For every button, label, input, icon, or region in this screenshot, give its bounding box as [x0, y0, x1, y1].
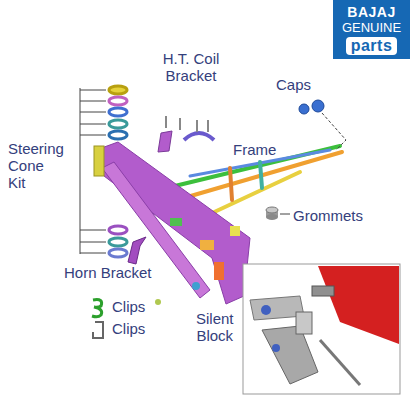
silent-block-inset: [243, 264, 400, 394]
part-name: Silent Block: [196, 310, 234, 344]
logo-badge: parts: [346, 37, 398, 55]
logo-panel: BAJAJGENUINE parts: [333, 0, 410, 59]
clip-icon: [93, 322, 103, 338]
part-name: Clips: [112, 320, 145, 337]
clip-icon: [92, 300, 102, 317]
part-name: H.T. Coil Bracket: [152, 50, 230, 84]
grommet: [266, 207, 290, 220]
part-name: Frame: [233, 141, 276, 158]
brand-tagline: GENUINE: [342, 20, 401, 35]
part-name: Horn Bracket: [64, 264, 152, 281]
horn-bracket: [128, 237, 146, 264]
part-name: Grommets: [293, 207, 363, 224]
part-name: Steering Cone Kit: [8, 140, 64, 191]
clip-part: [155, 299, 161, 305]
head-tube: [94, 146, 104, 176]
part-name: Clips: [112, 298, 145, 315]
frame-parts: [170, 218, 240, 290]
caps: [299, 100, 346, 150]
brand-name: parts: [351, 37, 393, 55]
cone-kit-bracket: [80, 88, 106, 254]
brand-name: BAJAJ: [347, 4, 395, 20]
part-name: Caps: [276, 76, 311, 93]
ht-coil-bracket: [158, 116, 214, 152]
